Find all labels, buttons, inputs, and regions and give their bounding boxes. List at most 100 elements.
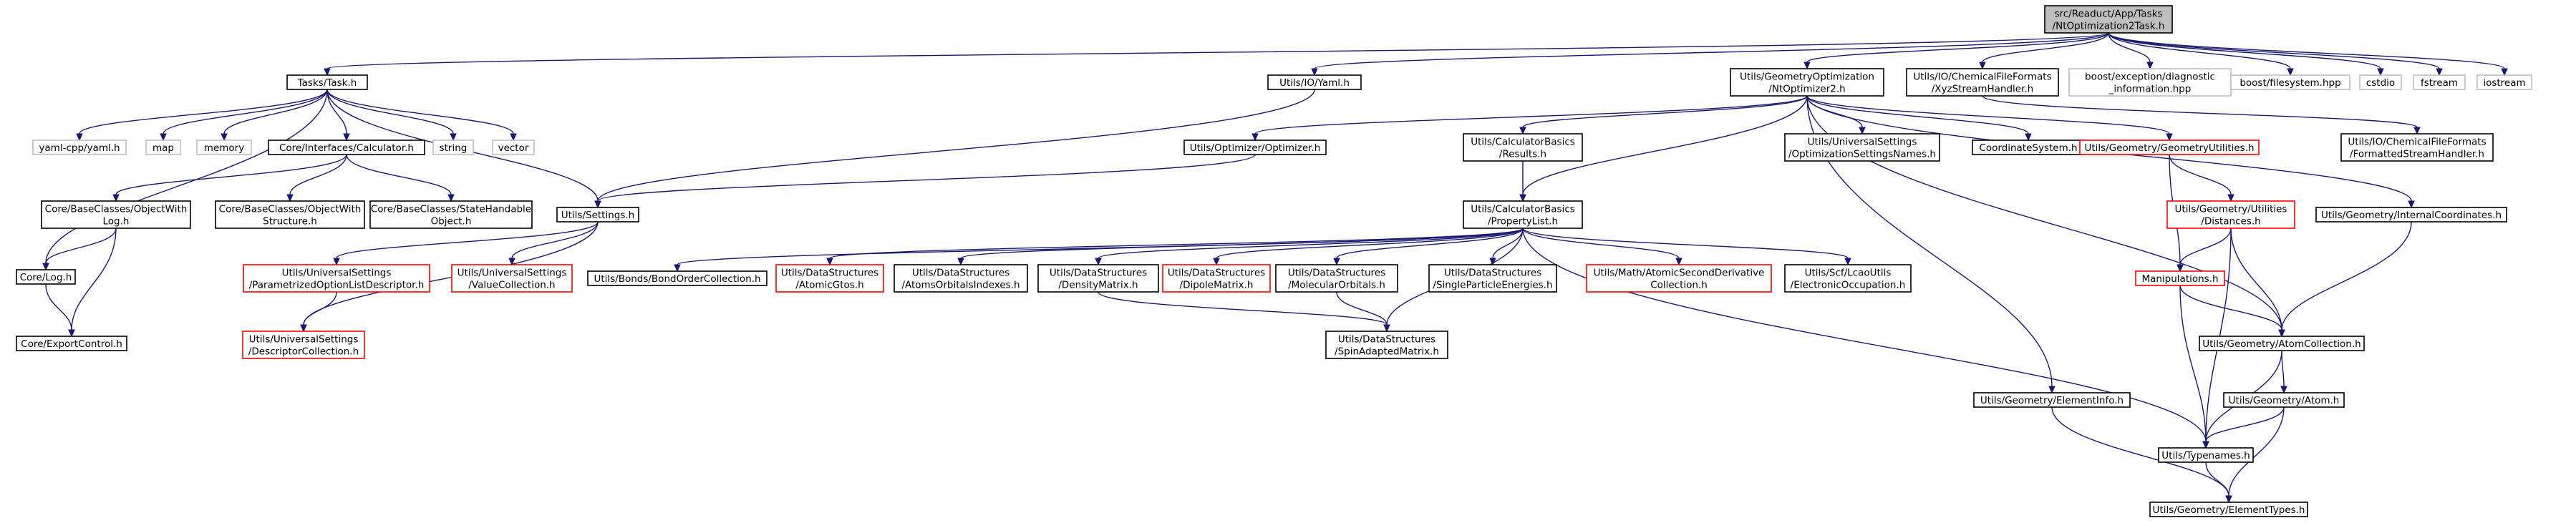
edge-line [2108, 32, 2381, 69]
node-atomicgtos[interactable]: Utils/DataStructures/AtomicGtos.h [775, 264, 884, 293]
edge-line [1522, 228, 1849, 259]
edge-arrowhead [343, 133, 350, 142]
node-manip[interactable]: Manipulations.h [2135, 270, 2225, 286]
edge-arrowhead [1333, 258, 1340, 266]
edge-arrowhead [957, 258, 964, 266]
node-box [1906, 68, 2059, 97]
edge-proplist-to-atomicgtos [826, 228, 1524, 266]
node-proplist[interactable]: Utils/CalculatorBasics/PropertyList.h [1463, 200, 1583, 229]
edge-arrowhead [2408, 200, 2415, 209]
node-valuecoll[interactable]: Utils/UniversalSettings/ValueCollection.… [451, 264, 573, 293]
node-internalcoords[interactable]: Utils/Geometry/InternalCoordinates.h [2315, 207, 2507, 223]
edge-line [2205, 461, 2229, 497]
node-label: Utils/Math/AtomicSecondDerivative [1594, 268, 1765, 279]
edge-internalcoords-to-atomcoll [2278, 221, 2412, 338]
node-dipole[interactable]: Utils/DataStructures/DipoleMatrix.h [1162, 264, 1271, 293]
node-label: Core/Interfaces/Calculator.h [279, 142, 414, 154]
node-label: Utils/DataStructures [781, 268, 878, 279]
node-formatted[interactable]: Utils/IO/ChemicalFileFormats/FormattedSt… [2340, 133, 2494, 162]
edge-atomcoll-to-atom [2280, 350, 2287, 394]
node-cstdio[interactable]: cstdio [2359, 74, 2402, 90]
edge-line [45, 89, 328, 264]
node-optimizer[interactable]: Utils/Optimizer/Optimizer.h [1183, 140, 1327, 155]
node-map[interactable]: map [145, 140, 181, 155]
edge-arrowhead [2176, 264, 2184, 273]
node-iostream[interactable]: iostream [2476, 74, 2532, 90]
node-results[interactable]: Utils/CalculatorBasics/Results.h [1463, 133, 1583, 162]
node-bondorder[interactable]: Utils/Bonds/BondOrderCollection.h [587, 270, 768, 286]
node-label: /XyzStreamHandler.h [1932, 84, 2033, 95]
node-singleparticle[interactable]: Utils/DataStructures/SingleParticleEnerg… [1428, 264, 1557, 293]
edge-line [289, 154, 347, 195]
node-box [1586, 264, 1772, 293]
edge-line [2230, 228, 2282, 331]
node-label: Utils/Geometry/Utilities [2175, 204, 2287, 215]
edge-ntopt2-to-optnames [1806, 95, 1866, 135]
node-settings[interactable]: Utils/Settings.h [556, 207, 639, 223]
node-desccoll[interactable]: Utils/UniversalSettings/DescriptorCollec… [242, 331, 365, 359]
node-vector[interactable]: vector [492, 140, 535, 155]
node-coordsys[interactable]: CoordinateSystem.h [1972, 140, 2085, 155]
node-spinadapted[interactable]: Utils/DataStructures/SpinAdaptedMatrix.h [1325, 331, 1448, 359]
node-secondderiv[interactable]: Utils/Math/AtomicSecondDerivativeCollect… [1586, 264, 1772, 293]
node-label: /SpinAdaptedMatrix.h [1335, 346, 1439, 358]
node-task[interactable]: Tasks/Task.h [286, 74, 368, 90]
node-fstream[interactable]: fstream [2413, 74, 2466, 90]
edge-optimizer-to-settings [594, 154, 1256, 209]
node-label: src/Readuct/App/Tasks [2054, 9, 2162, 20]
node-corelog[interactable]: Core/Log.h [16, 269, 76, 285]
edge-root-to-boostexc [2108, 32, 2154, 70]
node-box [145, 140, 181, 155]
node-distances[interactable]: Utils/Geometry/Utilities/Distances.h [2166, 200, 2295, 229]
node-memory[interactable]: memory [196, 140, 252, 155]
node-yaml[interactable]: Utils/IO/Yaml.h [1267, 74, 1362, 90]
edge-calculator-to-statehandable [346, 154, 455, 202]
node-lcao[interactable]: Utils/Scf/LcaoUtils/ElectronicOccupation… [1784, 264, 1912, 293]
node-exportctrl[interactable]: Core/ExportControl.h [16, 336, 127, 351]
node-yamlcpp[interactable]: yaml-cpp/yaml.h [32, 140, 127, 155]
node-xyz[interactable]: Utils/IO/ChemicalFileFormats/XyzStreamHa… [1906, 68, 2059, 97]
edge-line [2108, 32, 2505, 69]
edge-arrowhead [1979, 62, 1986, 70]
node-paramdesc[interactable]: Utils/UniversalSettings/ParametrizedOpti… [243, 264, 430, 293]
node-typenames[interactable]: Utils/Typenames.h [2158, 447, 2254, 463]
edge-line [115, 154, 347, 195]
node-optnames[interactable]: Utils/UniversalSettings/OptimizationSett… [1784, 133, 1940, 162]
node-box [16, 336, 127, 351]
edge-line [2205, 228, 2232, 442]
node-root[interactable]: src/Readuct/App/Tasks/NtOptimization2Tas… [2044, 5, 2173, 34]
node-boostexc[interactable]: boost/exception/diagnostic_information.h… [2068, 68, 2232, 97]
node-atomcoll[interactable]: Utils/Geometry/AtomCollection.h [2199, 336, 2365, 351]
edge-root-to-yaml [1311, 32, 2109, 77]
edge-arrowhead [2278, 329, 2285, 338]
node-geomutil[interactable]: Utils/Geometry/GeometryUtilities.h [2079, 140, 2260, 155]
node-elementtypes[interactable]: Utils/Geometry/ElementTypes.h [2149, 502, 2308, 517]
node-label: Tasks/Task.h [297, 77, 357, 89]
edge-arrowhead [2146, 62, 2154, 70]
node-box [1325, 331, 1448, 359]
edge-arrowhead [508, 258, 515, 266]
node-boostfs[interactable]: boost/filesystem.hpp [2230, 74, 2350, 90]
edge-line [597, 89, 1315, 202]
node-string[interactable]: string [432, 140, 474, 155]
edge-arrowhead [594, 200, 601, 209]
node-box [2223, 392, 2345, 408]
node-elementinfo[interactable]: Utils/Geometry/ElementInfo.h [1973, 392, 2131, 408]
node-box [2413, 74, 2466, 90]
node-molorb[interactable]: Utils/DataStructures/MolecularOrbitals.h [1275, 264, 1398, 293]
node-atomsorb[interactable]: Utils/DataStructures/AtomsOrbitalsIndexe… [894, 264, 1028, 293]
node-calculator[interactable]: Core/Interfaces/Calculator.h [268, 140, 425, 155]
edge-task-to-yamlcpp [76, 89, 328, 142]
node-density[interactable]: Utils/DataStructures/DensityMatrix.h [1037, 264, 1159, 293]
edge-distances-to-atomcoll [2230, 228, 2285, 338]
node-label: Core/BaseClasses/ObjectWith [45, 204, 188, 215]
node-ntopt2[interactable]: Utils/GeometryOptimization/NtOptimizer2.… [1730, 68, 1884, 97]
edge-typenames-to-elementtypes [2205, 461, 2232, 504]
node-box [196, 140, 252, 155]
edge-root-to-task [324, 32, 2109, 77]
node-label: Utils/CalculatorBasics [1471, 137, 1575, 148]
node-atom[interactable]: Utils/Geometry/Atom.h [2223, 392, 2345, 408]
